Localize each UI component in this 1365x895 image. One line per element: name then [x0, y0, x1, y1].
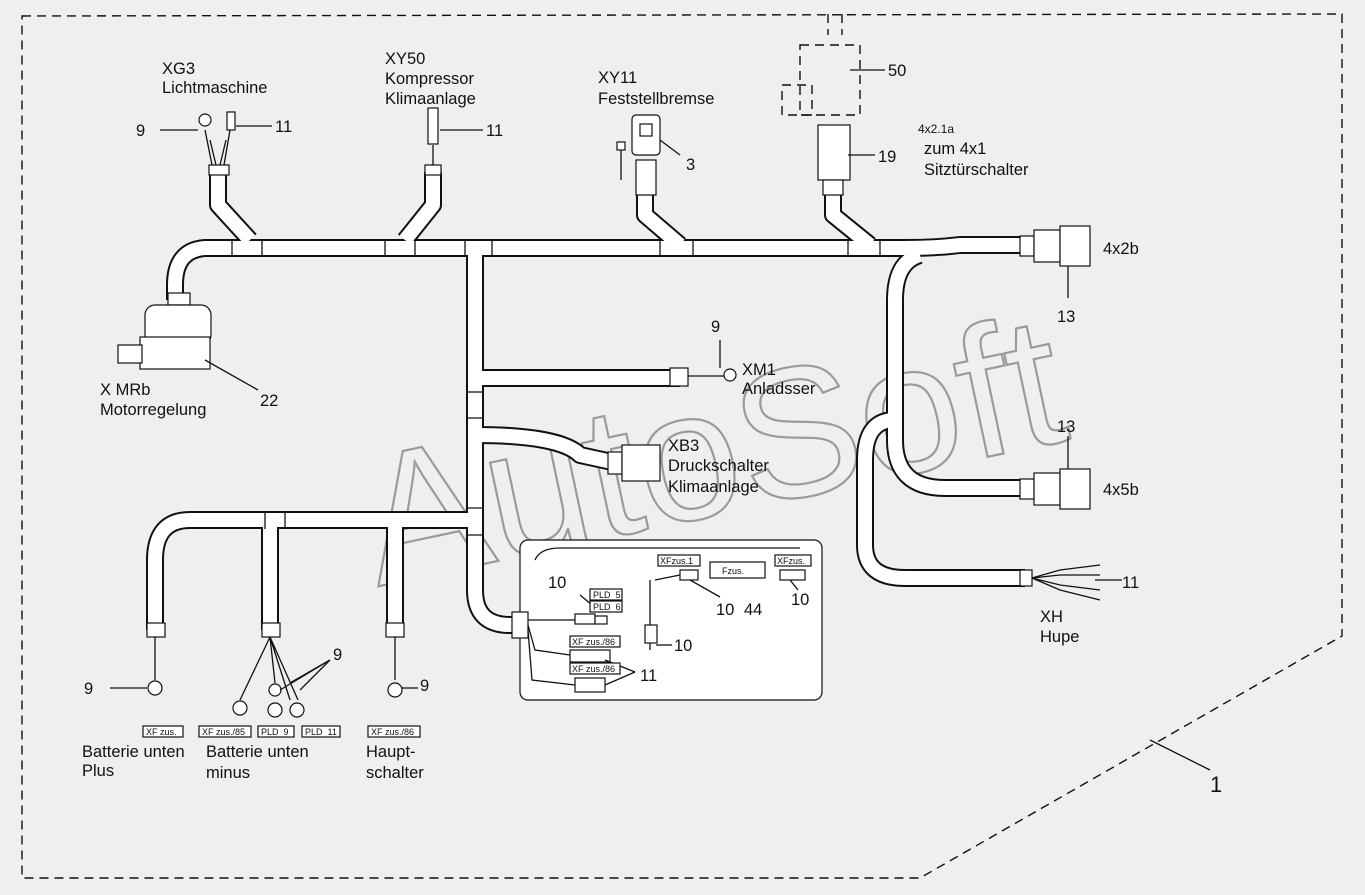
xg3-code: XG3 [162, 60, 195, 78]
xy50-name-1: Kompressor [385, 70, 474, 88]
inset-callout-11: 11 [640, 667, 657, 685]
haupt-label-2: schalter [366, 764, 424, 782]
tag-xfzus86-a: XF zus./86 [572, 637, 615, 647]
connector-4x2b-label: 4x2b [1103, 240, 1139, 258]
callout-13-top: 13 [1057, 308, 1075, 326]
xy11-name: Feststellbremse [598, 90, 714, 108]
fuse-inset [511, 539, 823, 701]
tag-fzus: Fzus. [722, 566, 744, 576]
xb3-name-1: Druckschalter [668, 457, 769, 475]
ref-4x21a: 4x2.1a [918, 122, 954, 136]
xy11-connector [616, 114, 681, 196]
xmrb-code: X MRb [100, 381, 150, 399]
bat-minus-label-1: Batterie unten [206, 743, 309, 761]
callout-13-bottom: 13 [1057, 418, 1075, 436]
main-harness [146, 172, 1025, 634]
tag-xfzus1: XFzus.1 [660, 556, 693, 566]
sitz-label: Sitztürschalter [924, 161, 1029, 179]
xm1-code: XM1 [742, 361, 776, 379]
door-switch-connector [781, 14, 885, 196]
tag-pld9: PLD_9 [261, 727, 289, 737]
xg3-connector [160, 111, 272, 176]
tag-pld11: PLD_11 [305, 727, 337, 737]
xb3-code: XB3 [668, 437, 699, 455]
xb3-name-2: Klimaanlage [668, 478, 759, 496]
callout-22: 22 [260, 392, 278, 410]
horn-connector [1019, 564, 1122, 601]
xy50-connector [424, 107, 483, 176]
connector-4x2b [1019, 225, 1091, 298]
leader-line-1 [1149, 739, 1211, 771]
zum-4x1: zum 4x1 [924, 140, 986, 158]
bat-minus-callout-9: 9 [333, 646, 342, 664]
inset-callout-44: 44 [744, 601, 762, 619]
xy50-code: XY50 [385, 50, 425, 68]
xy11-callout-3: 3 [686, 156, 695, 174]
ground-terminals [110, 622, 418, 718]
horn-callout-11: 11 [1122, 574, 1139, 592]
xh-name: Hupe [1040, 628, 1079, 646]
inset-callout-10-d: 10 [674, 637, 692, 655]
tag-xfzus: XF zus. [146, 727, 177, 737]
tag-pld5: PLD_5 [593, 590, 621, 600]
xmrb-name: Motorregelung [100, 401, 206, 419]
callout-19: 19 [878, 148, 896, 166]
bat-plus-label-1: Batterie unten [82, 743, 185, 761]
tag-xfzus-right: XFzus. [777, 556, 805, 566]
starter-connector [669, 340, 737, 387]
xg3-callout-11: 11 [275, 118, 292, 136]
tag-xfzus85: XF zus./85 [202, 727, 245, 737]
haupt-label-1: Haupt- [366, 743, 416, 761]
assembly-outline [21, 13, 1343, 879]
xm1-name: Anladsser [742, 380, 816, 398]
bat-minus-label-2: minus [206, 764, 250, 782]
callout-1: 1 [1210, 772, 1222, 797]
tag-xfzus86-b: XF zus./86 [572, 664, 615, 674]
xy50-callout-11: 11 [486, 122, 503, 140]
haupt-callout-9: 9 [420, 677, 429, 695]
xy50-name-2: Klimaanlage [385, 90, 476, 108]
bat-plus-label-2: Plus [82, 762, 114, 780]
callout-50: 50 [888, 62, 906, 80]
xg3-callout-9: 9 [136, 122, 145, 140]
xm1-callout-9: 9 [711, 318, 720, 336]
xh-code: XH [1040, 608, 1063, 626]
connector-4x5b-label: 4x5b [1103, 481, 1139, 499]
bat-plus-callout-9: 9 [84, 680, 93, 698]
tag-xfzus86-c: XF zus./86 [371, 727, 414, 737]
inset-callout-10-c: 10 [791, 591, 809, 609]
xy11-code: XY11 [598, 69, 637, 87]
connector-4x5b [1019, 436, 1091, 510]
tag-pld6: PLD_6 [593, 602, 621, 612]
engine-control-connector [117, 292, 259, 391]
xg3-name: Lichtmaschine [162, 79, 267, 97]
inset-callout-10-a: 10 [548, 574, 566, 592]
inset-callout-10-b: 10 [716, 601, 734, 619]
pressure-switch-connector [607, 444, 661, 482]
